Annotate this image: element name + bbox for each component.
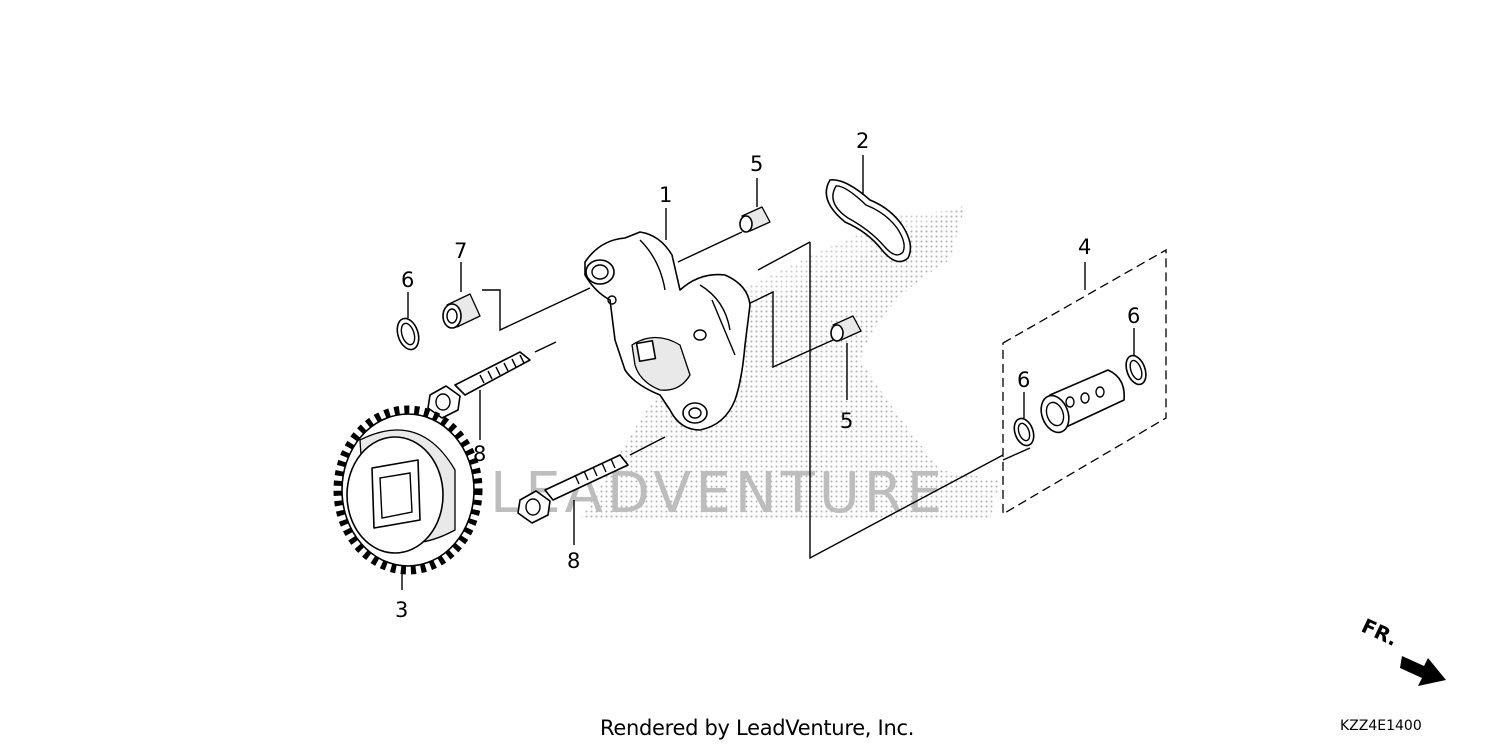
callout-8-upper: 8 <box>473 442 486 466</box>
front-direction-arrow-icon: FR. <box>1358 613 1446 686</box>
o-ring-left <box>396 292 420 351</box>
callout-8-lower: 8 <box>567 549 580 573</box>
watermark-wing-logo <box>580 205 1000 520</box>
flange-bolt-upper <box>427 341 557 440</box>
callout-7: 7 <box>454 239 467 263</box>
assembly-outline-4 <box>1002 248 1167 516</box>
diagram-code: KZZ4E1400 <box>1340 718 1422 734</box>
dowel-pin-upper <box>677 178 771 263</box>
callout-1: 1 <box>659 183 672 207</box>
callout-3: 3 <box>395 598 408 622</box>
relief-valve <box>1002 262 1125 461</box>
pump-gear <box>333 405 483 590</box>
callout-4: 4 <box>1078 235 1091 259</box>
collar <box>442 262 591 332</box>
callout-6-left: 6 <box>401 268 414 292</box>
callout-6-right-lower: 6 <box>1017 368 1030 392</box>
callout-2: 2 <box>856 129 869 153</box>
oil-pump-body <box>584 208 751 431</box>
o-ring-right-upper <box>1125 328 1147 386</box>
assembly-outline-1 <box>757 241 1004 560</box>
flange-bolt-lower <box>517 436 666 545</box>
dowel-pin-lower <box>739 290 862 400</box>
callout-5-upper: 5 <box>750 152 763 176</box>
callout-6-right-upper: 6 <box>1127 304 1140 328</box>
callout-5-lower: 5 <box>840 409 853 433</box>
front-direction-label: FR. <box>1358 613 1402 650</box>
gasket <box>825 155 912 263</box>
rendered-by-credit: Rendered by LeadVenture, Inc. <box>600 716 915 740</box>
o-ring-right-lower <box>1013 392 1035 447</box>
